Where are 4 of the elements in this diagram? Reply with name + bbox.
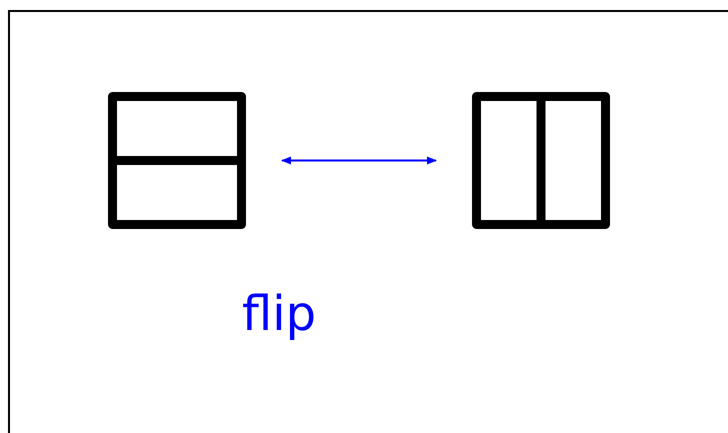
- caption-text: flip: [242, 290, 316, 338]
- horizontal-split-box: [108, 92, 246, 229]
- vertical-split-box: [472, 92, 610, 229]
- double-arrow: [281, 156, 437, 164]
